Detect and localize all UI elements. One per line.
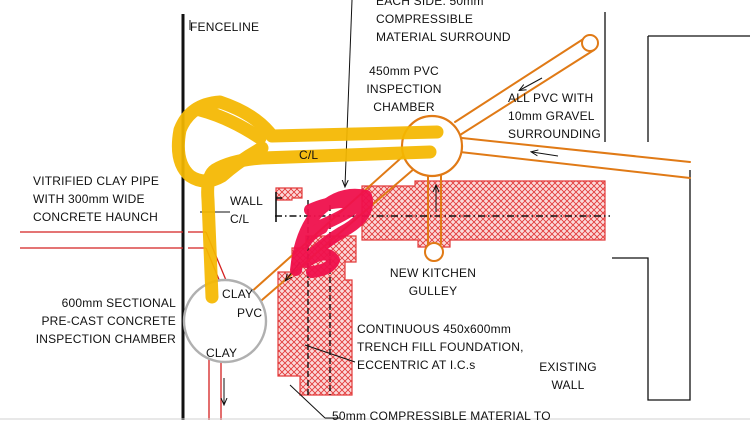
clay-lower-label: CLAY [206, 346, 238, 360]
yellow-highlighter-scribble [171, 95, 444, 304]
wall-centre-line [275, 192, 282, 222]
pvc-mid-label: PVC [237, 306, 263, 320]
pink-highlighter-scribble [290, 188, 373, 278]
compressible-surround-label: EACH SIDE. 50mm COMPRESSIBLE MATERIAL SU… [376, 0, 511, 44]
wall-cl-label: WALL C/L [230, 194, 264, 226]
kitchen-gulley-label: NEW KITCHEN GULLEY [389, 266, 477, 298]
kitchen-gulley [424, 242, 444, 262]
fenceline-label: FENCELINE [190, 20, 260, 34]
compressible-material-label: 50mm COMPRESSIBLE MATERIAL TO [332, 409, 551, 423]
pvc-pipe-end-caps [424, 34, 599, 262]
sectional-chamber-label: 600mm SECTIONAL PRE-CAST CONCRETE INSPEC… [35, 296, 176, 346]
sectional-inspection-chamber [182, 278, 268, 364]
cl-top-label: C/L [299, 148, 319, 162]
clay-upper-label: CLAY [222, 287, 254, 301]
trench-fill-label: CONTINUOUS 450x600mm TRENCH FILL FOUNDAT… [357, 322, 524, 372]
clay-pipe-label: VITRIFIED CLAY PIPE WITH 300mm WIDE CONC… [33, 174, 160, 224]
existing-building-outline [604, 12, 750, 401]
pvc-chamber-label: 450mm PVC INSPECTION CHAMBER [366, 64, 442, 114]
existing-wall-label: EXISTING WALL [539, 360, 597, 392]
pvc-gravel-label: ALL PVC WITH 10mm GRAVEL SURROUNDING [508, 91, 601, 141]
